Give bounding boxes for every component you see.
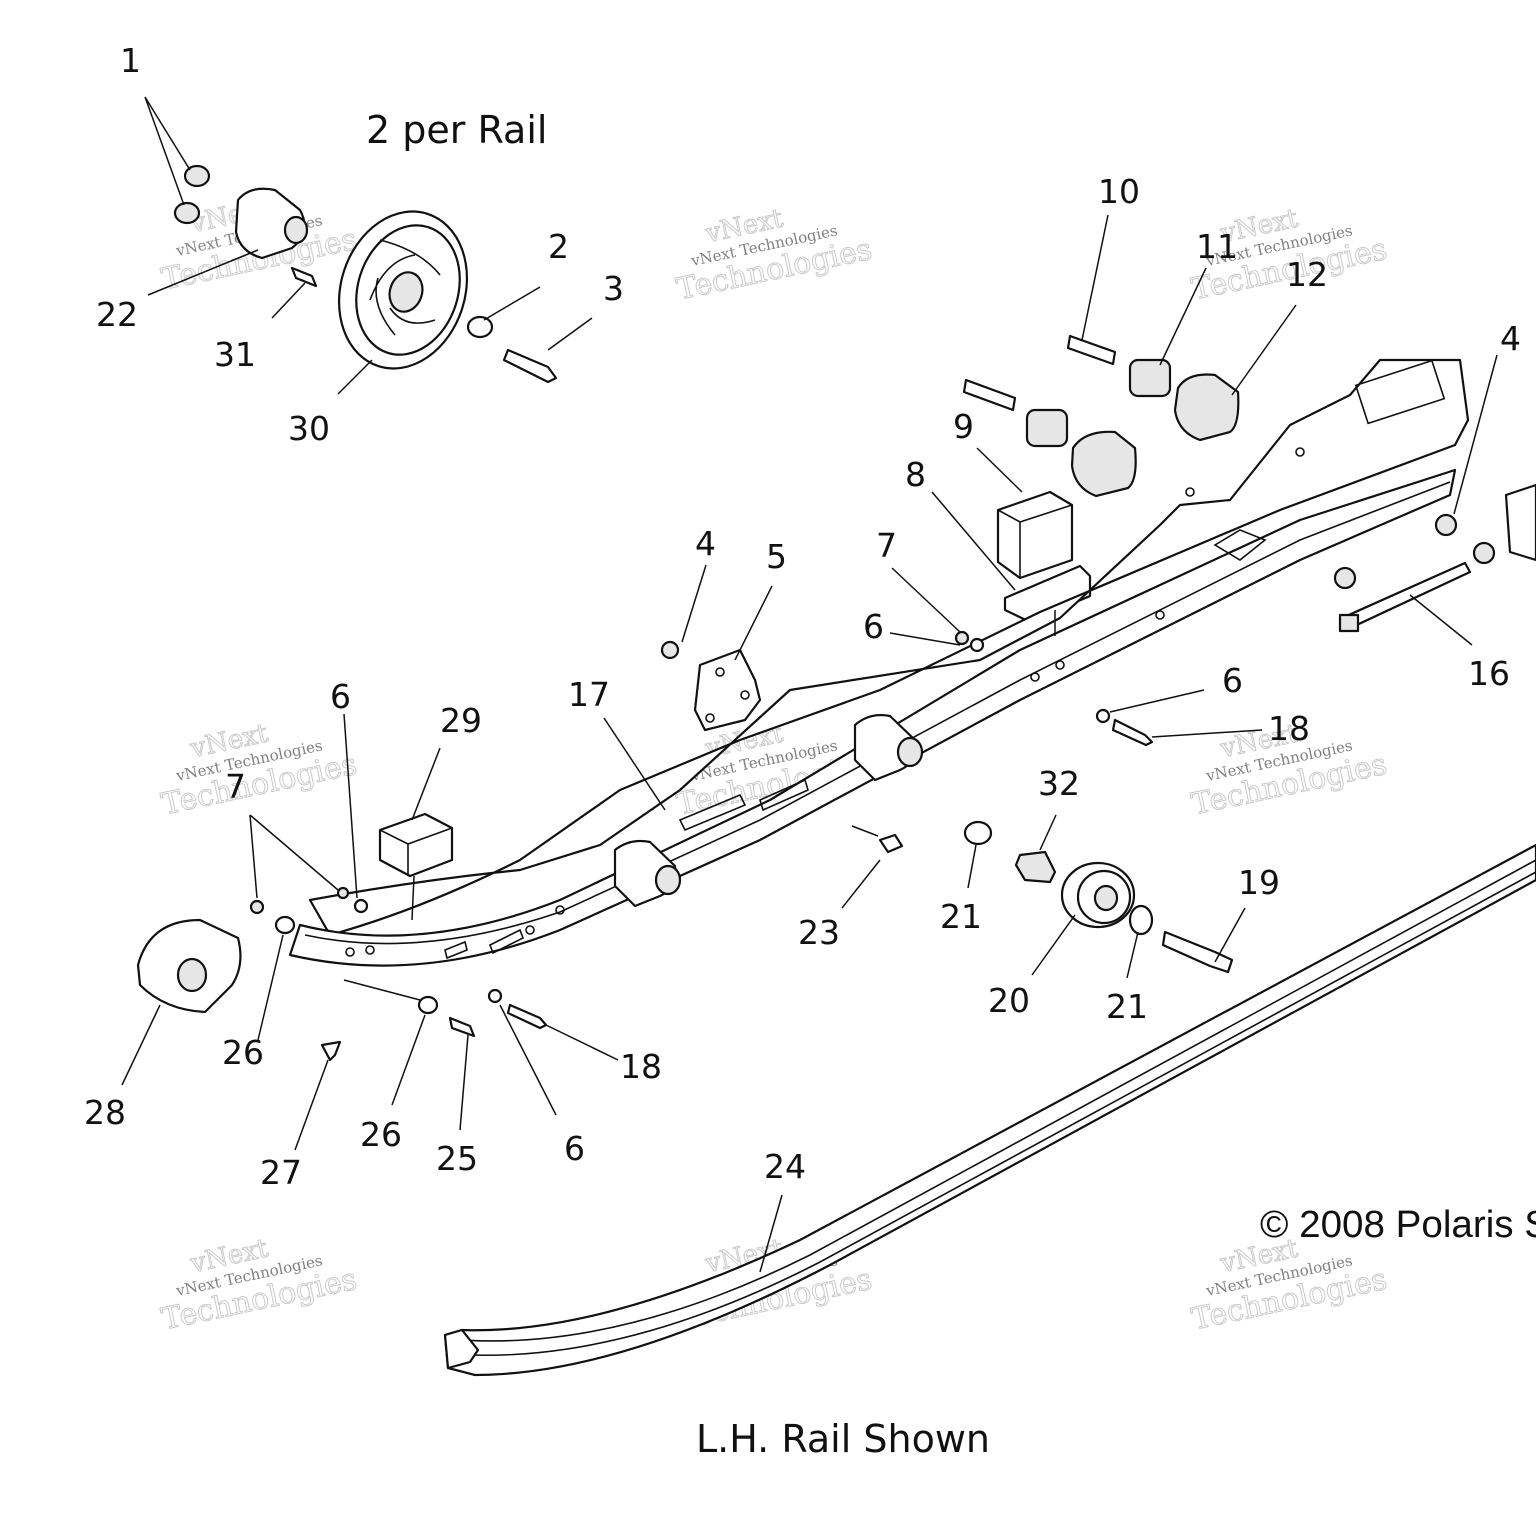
bushing-part — [1070, 430, 1137, 498]
callout-27: 27 — [260, 1153, 302, 1192]
nut-part — [1434, 513, 1458, 537]
bolt-part — [962, 378, 1017, 412]
rail-block-part — [996, 490, 1074, 580]
washer-part — [969, 637, 985, 653]
spacer-part — [1025, 408, 1069, 448]
idler-wheel-assembly — [173, 164, 558, 384]
callout-7: 7 — [225, 767, 246, 806]
callout-8: 8 — [905, 455, 926, 494]
callout-20: 20 — [988, 981, 1030, 1020]
callout-18: 18 — [620, 1047, 662, 1086]
callout-17: 17 — [568, 675, 610, 714]
bracket-part — [1504, 483, 1536, 562]
leader-lines — [121, 96, 1498, 1273]
bolt-part — [1161, 930, 1234, 974]
callout-11: 11 — [1196, 227, 1238, 266]
bolt-part — [448, 1016, 476, 1038]
slider-block-part — [378, 812, 454, 878]
washer-part — [417, 995, 439, 1015]
bolt-part — [502, 348, 558, 384]
spacer-part — [1128, 358, 1172, 398]
nut-part — [1333, 566, 1357, 590]
callout-labels: 1 2 3 4 4 5 6 6 6 6 7 7 8 9 10 11 12 16 … — [84, 41, 1521, 1192]
bolt-part — [1066, 334, 1117, 366]
callout-5: 5 — [766, 537, 787, 576]
clip-part — [1003, 564, 1092, 624]
callout-23: 23 — [798, 913, 840, 952]
rivet-part — [320, 1040, 342, 1062]
washer-part — [963, 820, 993, 846]
callout-6: 6 — [564, 1129, 585, 1168]
callout-9: 9 — [953, 407, 974, 446]
callout-25: 25 — [436, 1139, 478, 1178]
front-hardware-group — [136, 483, 1536, 1062]
washer-part — [274, 915, 296, 935]
callout-26: 26 — [360, 1115, 402, 1154]
washer-part — [353, 898, 369, 914]
callout-24: 24 — [764, 1147, 806, 1186]
upper-hardware-group — [962, 334, 1240, 624]
callout-7: 7 — [876, 526, 897, 565]
callout-29: 29 — [440, 701, 482, 740]
nut-part — [954, 630, 970, 646]
callout-19: 19 — [1238, 863, 1280, 902]
watermark: vNext vNext Technologies Technologies — [673, 203, 875, 308]
nut-part — [660, 640, 680, 660]
idler-wheel-part — [337, 210, 469, 370]
bolt-part — [1111, 718, 1154, 747]
copyright-text: © 2008 Polaris S — [1260, 1204, 1536, 1246]
quantity-note: 2 per Rail — [366, 108, 547, 152]
nut-part — [336, 886, 350, 900]
washer-part — [1095, 708, 1111, 724]
callout-6: 6 — [330, 677, 351, 716]
callout-21: 21 — [1106, 987, 1148, 1026]
callout-26: 26 — [222, 1033, 264, 1072]
shaft-part — [1340, 561, 1472, 632]
watermark: vNext vNext Technologies Technologies — [158, 718, 360, 823]
callout-2: 2 — [548, 227, 569, 266]
nut-part — [173, 201, 201, 225]
callout-18: 18 — [1268, 709, 1310, 748]
washer-part — [1128, 904, 1154, 936]
callout-3: 3 — [603, 269, 624, 308]
nut-part — [249, 899, 265, 915]
callout-16: 16 — [1468, 654, 1510, 693]
nut-part — [183, 164, 211, 188]
watermark: vNext vNext Technologies Technologies — [158, 1233, 360, 1338]
bolt-part — [878, 833, 904, 854]
callout-6: 6 — [1222, 661, 1243, 700]
bolt-part — [290, 266, 318, 288]
callout-6: 6 — [863, 607, 884, 646]
callout-28: 28 — [84, 1093, 126, 1132]
spacer-part — [1014, 850, 1057, 884]
callout-30: 30 — [288, 409, 330, 448]
callout-31: 31 — [214, 335, 256, 374]
bolt-part — [506, 1003, 548, 1030]
callout-22: 22 — [96, 295, 138, 334]
callout-10: 10 — [1098, 172, 1140, 211]
callout-21: 21 — [940, 897, 982, 936]
callout-4: 4 — [1500, 319, 1521, 358]
diagram-caption: L.H. Rail Shown — [696, 1417, 990, 1461]
washer-part — [466, 315, 494, 339]
washer-part — [487, 988, 503, 1004]
bracket-part — [693, 648, 762, 732]
nut-part — [1472, 541, 1496, 565]
axle-bushing-part — [283, 215, 309, 245]
bogie-wheel-part — [1060, 861, 1136, 929]
callout-12: 12 — [1286, 255, 1328, 294]
wear-strip-part — [443, 843, 1536, 1377]
slide-rail-part — [288, 358, 1470, 967]
callout-32: 32 — [1038, 764, 1080, 803]
callout-4: 4 — [695, 524, 716, 563]
bushing-part — [1173, 373, 1240, 442]
callout-1: 1 — [120, 41, 141, 80]
